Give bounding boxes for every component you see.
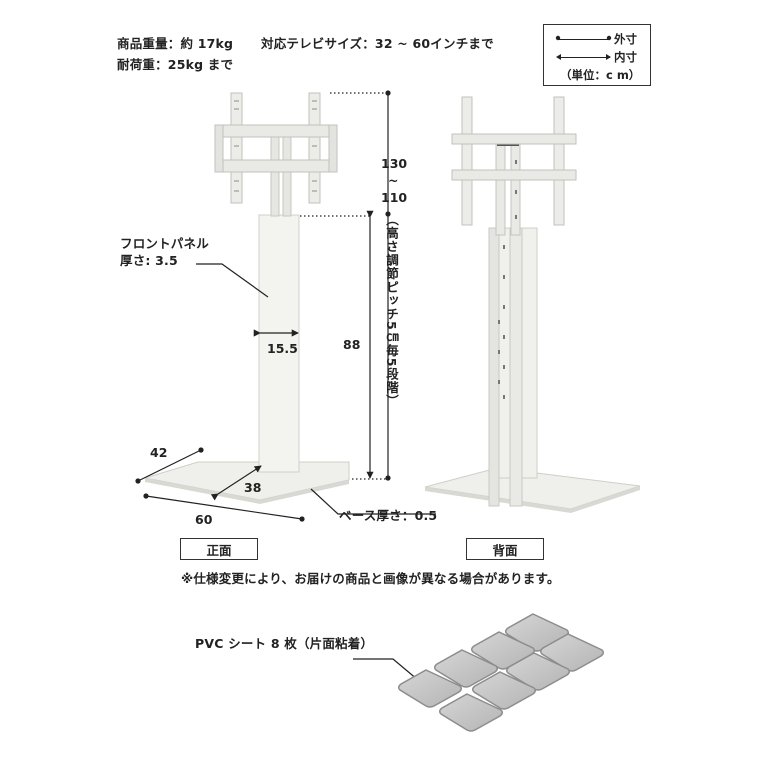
front-view-stand — [144, 92, 350, 504]
spec-weight: 商品重量：約 17kg — [117, 36, 234, 51]
front-panel-thickness: 厚さ: 3.5 — [120, 253, 178, 268]
pvc-sheet — [471, 671, 537, 710]
height-separator: ~ — [388, 173, 399, 188]
front-dimension-lines — [135, 90, 436, 522]
pvc-sheet — [433, 649, 499, 688]
legend-outer-label: 外寸 — [614, 32, 637, 46]
panel-width-value: 15.5 — [267, 341, 298, 356]
height-top-value: 130 — [381, 156, 408, 171]
pvc-sheet — [539, 633, 605, 672]
legend-inner-label: 内寸 — [614, 50, 637, 64]
outer-dimension-line-icon — [558, 39, 610, 40]
spec-tv-size: 対応テレビサイズ：32 ~ 60インチまで — [261, 36, 494, 51]
pvc-sheets-illustration — [353, 613, 605, 732]
back-view-label: 背面 — [466, 538, 544, 560]
spec-load: 耐荷重：25kg まで — [117, 57, 234, 72]
pvc-sheet — [505, 652, 571, 691]
pvc-sheet-label: PVC シート 8 枚（片面粘着） — [195, 636, 374, 651]
height-adjust-note: （高さ調節ピッチ5㎝毎5段階） — [384, 213, 399, 408]
spec-change-notice: ※仕様変更により、お届けの商品と画像が異なる場合があります。 — [181, 571, 560, 586]
inner-dimension-line-icon — [558, 57, 610, 58]
legend-unit: （単位：c m） — [560, 68, 641, 82]
base-thickness-label: ベース厚さ：0.5 — [339, 508, 438, 523]
height-bottom-value: 110 — [381, 190, 408, 205]
base-width-value: 60 — [195, 512, 213, 527]
front-panel-label: フロントパネル — [120, 236, 209, 251]
pvc-sheet — [438, 693, 504, 732]
front-view-label: 正面 — [180, 538, 258, 560]
pvc-sheet — [397, 669, 463, 708]
legend-marks — [555, 35, 612, 60]
pole-height-value: 88 — [343, 337, 361, 352]
base-inner-depth-value: 38 — [244, 480, 262, 495]
back-view-stand — [424, 96, 641, 513]
pvc-sheet — [470, 631, 536, 670]
base-depth-value: 42 — [150, 445, 168, 460]
